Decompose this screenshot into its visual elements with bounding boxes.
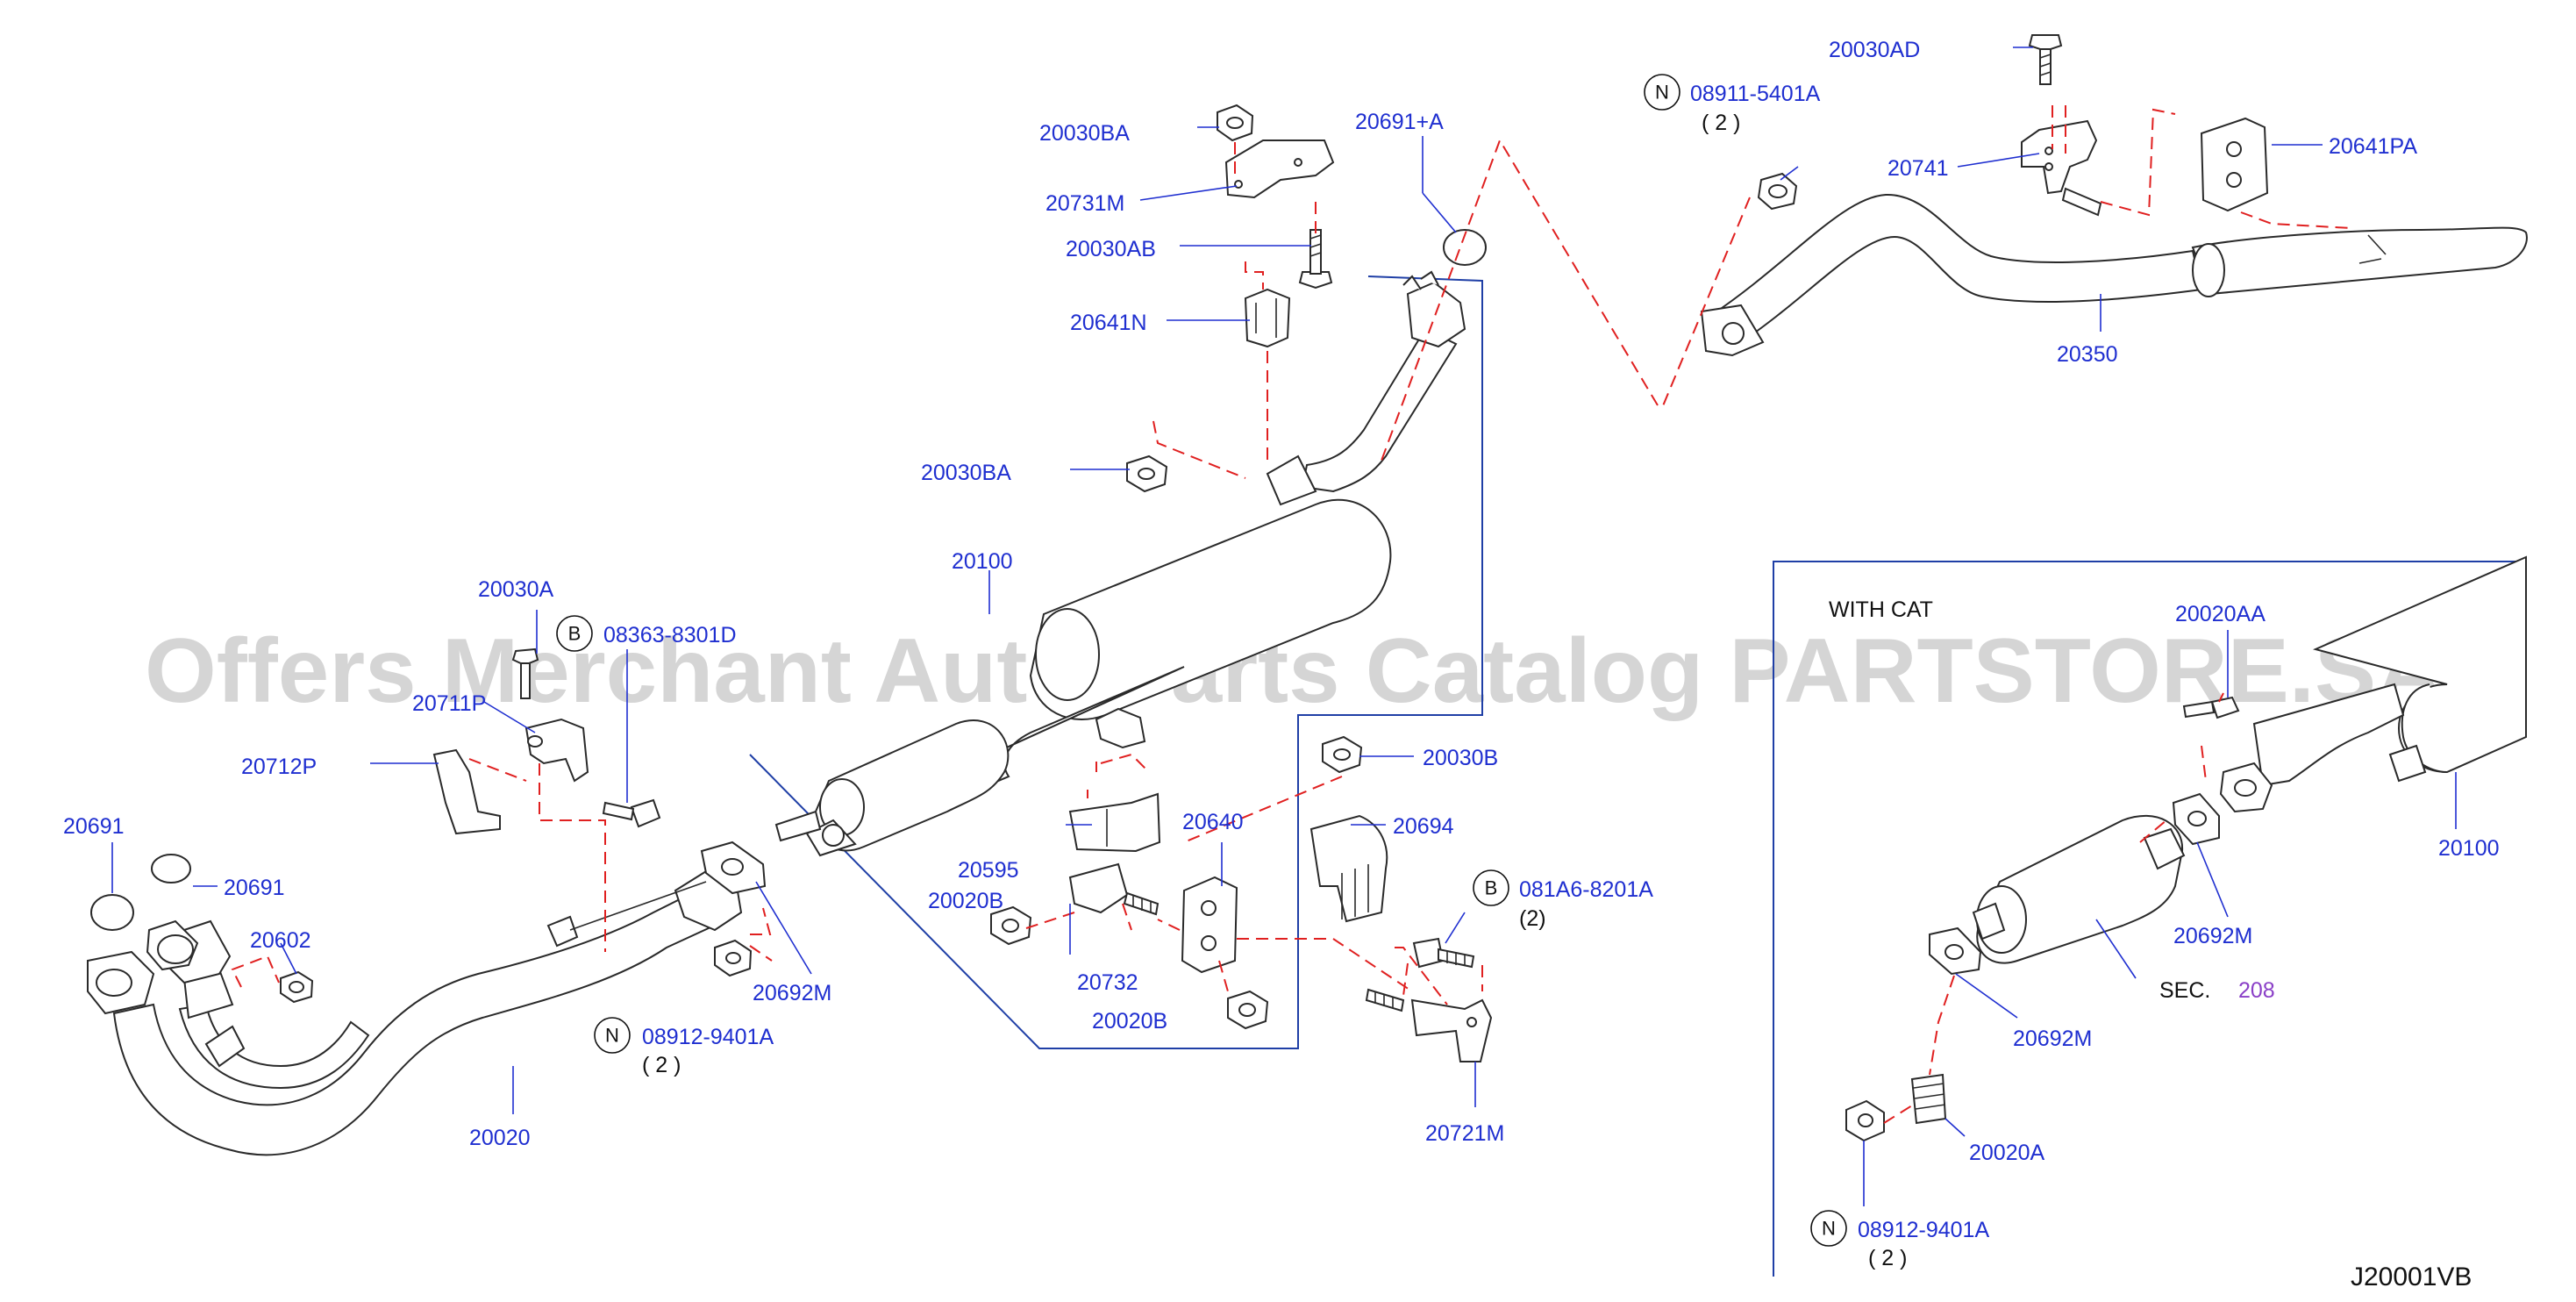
n-symbol-main-icon (594, 1017, 631, 1054)
bolt-08363-8301d[interactable] (602, 798, 661, 828)
label-20641n[interactable]: 20641N (1070, 311, 1147, 335)
label-20691-a[interactable]: 20691+A (1355, 110, 1444, 134)
label-20602[interactable]: 20602 (250, 928, 311, 953)
gasket-20691-a[interactable] (1443, 229, 1487, 266)
diagram-code: J20001VB (2351, 1263, 2472, 1291)
bracket-20711p[interactable] (524, 718, 589, 783)
sec-label: SEC. (2159, 978, 2210, 1003)
label-20020a[interactable]: 20020A (1969, 1141, 2045, 1165)
label-20020[interactable]: 20020 (469, 1126, 531, 1150)
rear-muffler-20350[interactable] (1700, 193, 2528, 357)
mount-bracket-20741[interactable] (2021, 119, 2102, 217)
label-20030ad[interactable]: 20030AD (1829, 38, 1920, 62)
part-labels: 20030AD N 08911-5401A ( 2 ) 20741 20641P… (63, 38, 2500, 1291)
rubber-mount-20640[interactable] (1181, 876, 1238, 974)
bolt-20020aa[interactable] (2182, 696, 2240, 719)
label-08911-5401a[interactable]: 08911-5401A (1690, 82, 1821, 106)
label-20640[interactable]: 20640 (1182, 810, 1244, 834)
label-08912-9401a-main[interactable]: 08912-9401A (642, 1025, 774, 1049)
catalytic-converter-sec-208[interactable] (1972, 815, 2186, 964)
nut-20030b[interactable] (1322, 735, 1363, 774)
n-symbol-main-text: N (605, 1025, 619, 1047)
label-20692m-main[interactable]: 20692M (753, 981, 831, 1005)
bolt-20030ad[interactable] (2028, 34, 2063, 85)
label-20641pa[interactable]: 20641PA (2329, 134, 2417, 159)
qty-08912-9401a-main: ( 2 ) (642, 1053, 681, 1077)
label-08912-9401a-cat[interactable]: 08912-9401A (1858, 1218, 1989, 1242)
inset-muffler-20100[interactable] (2219, 555, 2527, 813)
label-20712p[interactable]: 20712P (241, 755, 317, 779)
rubber-mount-20641n[interactable] (1244, 288, 1291, 348)
n-symbol-icon (1644, 74, 1680, 111)
bracket-20731m[interactable] (1224, 140, 1335, 199)
label-20731m[interactable]: 20731M (1045, 191, 1124, 216)
nut-20602[interactable] (280, 970, 314, 1004)
bolt-081a6-8201a[interactable] (1412, 937, 1475, 969)
label-20692m-cat1[interactable]: 20692M (2173, 924, 2252, 948)
nut-20030ba-top[interactable] (1217, 104, 1254, 142)
n-symbol-cat-icon (1810, 1210, 1847, 1247)
gasket-20692m-cat2[interactable] (1929, 926, 1982, 976)
label-20030ba-top[interactable]: 20030BA (1039, 121, 1130, 146)
label-20595[interactable]: 20595 (958, 858, 1019, 883)
leader-lines (111, 46, 2457, 1206)
gasket-20691-mid[interactable] (151, 854, 191, 884)
b-symbol-2-icon (1473, 869, 1509, 906)
label-20030a[interactable]: 20030A (478, 577, 554, 602)
b-symbol-text: B (568, 623, 582, 645)
nut-08912-9401a-cat[interactable] (1845, 1099, 1885, 1142)
qty-08912-9401a-cat: ( 2 ) (1868, 1246, 1907, 1270)
center-muffler-group-boundary (749, 275, 1483, 1049)
nut-08912-9401a-main[interactable] (714, 939, 753, 977)
label-20350[interactable]: 20350 (2057, 342, 2118, 367)
n-symbol-text: N (1655, 82, 1669, 104)
qty-081a6-8201a: (2) (1519, 906, 1546, 931)
sec-number-link[interactable]: 208 (2238, 978, 2275, 1003)
label-20721m[interactable]: 20721M (1425, 1121, 1504, 1146)
bracket-20721m[interactable] (1365, 988, 1493, 1062)
nut-20030ba-mid[interactable] (1126, 454, 1168, 493)
label-20691-left[interactable]: 20691 (63, 814, 125, 839)
label-20020b-right[interactable]: 20020B (1092, 1009, 1167, 1034)
label-20030ba-mid[interactable]: 20030BA (921, 461, 1011, 485)
label-20711p[interactable]: 20711P (412, 691, 486, 716)
label-20100[interactable]: 20100 (952, 549, 1013, 574)
nut-08911-5401a[interactable] (1757, 172, 1798, 211)
label-20741[interactable]: 20741 (1887, 156, 1949, 181)
rubber-mount-20641pa[interactable] (2200, 117, 2269, 212)
stud-20020a[interactable] (1910, 1073, 1947, 1125)
label-20691-mid[interactable]: 20691 (224, 876, 285, 900)
label-20732[interactable]: 20732 (1077, 970, 1138, 995)
b-symbol-icon (556, 615, 593, 652)
label-20692m-cat2[interactable]: 20692M (2013, 1027, 2092, 1051)
label-20100-cat[interactable]: 20100 (2438, 836, 2500, 861)
bracket-20712p[interactable] (432, 748, 501, 835)
center-muffler-20100[interactable] (774, 270, 1466, 857)
nut-20020b-right[interactable] (1227, 990, 1269, 1030)
bracket-20732[interactable] (1068, 862, 1160, 916)
label-20030ab[interactable]: 20030AB (1066, 237, 1156, 261)
bolt-20030a[interactable] (511, 647, 539, 699)
bracket-20595[interactable] (1068, 792, 1161, 853)
inset-title: WITH CAT (1829, 597, 1933, 622)
label-08363-8301d[interactable]: 08363-8301D (603, 623, 737, 647)
label-20030b[interactable]: 20030B (1423, 746, 1498, 770)
gasket-20691-left[interactable] (90, 894, 134, 931)
nut-20020b-left[interactable] (990, 905, 1032, 946)
bolt-20030ab[interactable] (1298, 229, 1333, 290)
with-cat-inset-boundary (1773, 561, 2517, 1277)
n-symbol-cat-text: N (1822, 1218, 1836, 1240)
label-20694[interactable]: 20694 (1393, 814, 1454, 839)
qty-08911-5401a: ( 2 ) (1702, 111, 1740, 135)
label-20020aa[interactable]: 20020AA (2175, 602, 2266, 626)
label-081a6-8201a[interactable]: 081A6-8201A (1519, 877, 1653, 902)
label-20020b-left[interactable]: 20020B (928, 889, 1003, 913)
b-symbol-2-text: B (1485, 877, 1498, 899)
assembly-lines (231, 105, 2351, 1124)
gasket-20692m-cat1[interactable] (2172, 792, 2220, 846)
heat-shield-20694[interactable] (1309, 814, 1388, 923)
front-pipe-20020[interactable] (87, 867, 743, 1156)
gasket-20692m-main[interactable] (700, 841, 767, 895)
